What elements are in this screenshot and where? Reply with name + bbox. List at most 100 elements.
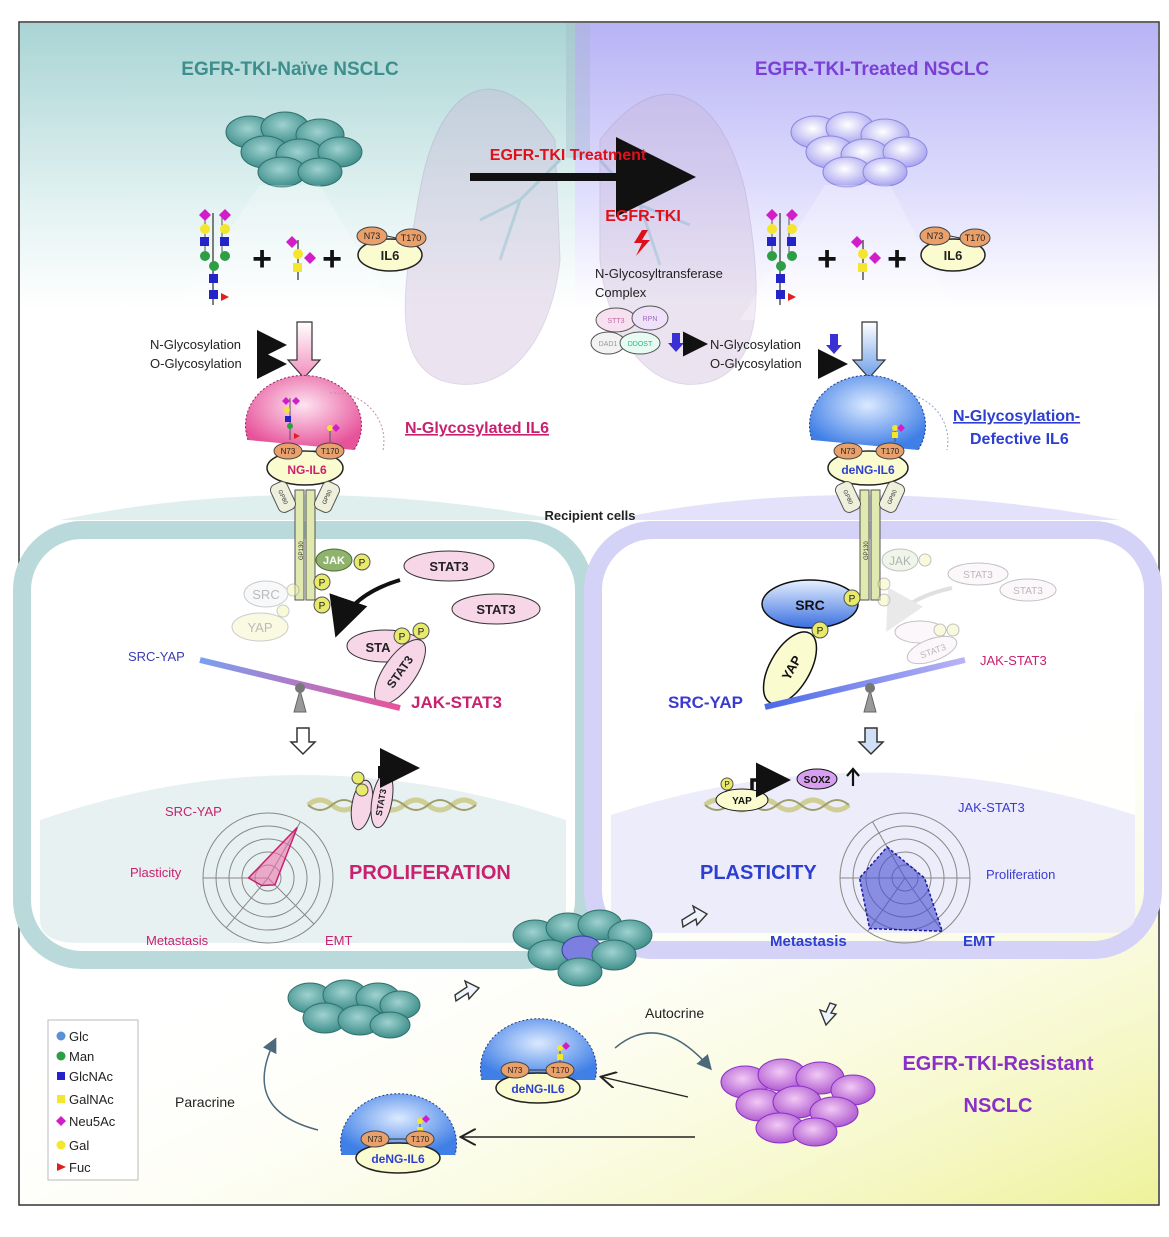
radar-right-polygon: [858, 846, 944, 933]
radar-left-axis-emt: EMT: [325, 933, 353, 948]
paracrine-label: Paracrine: [175, 1094, 235, 1110]
mixed-cell-cluster: [512, 909, 653, 987]
complex-subunit-dad1: DAD1: [599, 341, 618, 348]
right-light-cone: [740, 185, 960, 320]
jak-left: JAK: [315, 548, 353, 572]
stat3-faint-label-right-b: STAT3: [1013, 586, 1043, 597]
il6-protein-right: N73 T170 IL6: [919, 226, 991, 272]
p-yap-right: P: [817, 626, 824, 637]
p-src-right: P: [849, 594, 856, 605]
ng-il6-protein: N73 T170 NG-IL6: [266, 442, 345, 486]
lightning-icon: [634, 230, 650, 256]
secreted-lower-n73: N73: [368, 1135, 383, 1144]
radar-left-axis-metastasis: Metastasis: [146, 933, 209, 948]
src-faint-left: SRC: [243, 580, 300, 608]
balance-pivot-left: [295, 683, 305, 693]
radar-right-axis-metastasis: Metastasis: [770, 933, 847, 950]
deng-il6-title-line2: Defective IL6: [970, 431, 1069, 448]
stat3-dimer-label-a: STA: [365, 640, 391, 655]
secreted-deng-il6-upper: N73 T170 deNG-IL6: [480, 1018, 597, 1104]
left-nucleus: [40, 775, 566, 943]
gp130-receptor-right: GP80 GP80 GP130: [834, 481, 906, 601]
legend-item-glcnac: GlcNAc: [57, 1069, 114, 1084]
secreted-lower-t170: T170: [411, 1135, 430, 1144]
complex-label-line2: Complex: [595, 285, 647, 300]
sox2-protein: SOX2: [796, 768, 838, 790]
legend-item-neu5ac: Neu5Ac: [56, 1114, 116, 1129]
balance-fulcrum-left: [293, 688, 307, 713]
yap-dna-label: YAP: [732, 796, 752, 807]
treatment-arrow-label: EGFR-TKI Treatment: [490, 147, 647, 164]
yap-faint-left: YAP: [231, 604, 290, 642]
yap-dna-bound: YAP: [715, 777, 769, 812]
legend-label-glc: Glc: [69, 1029, 89, 1044]
legend-item-glc: Glc: [56, 1029, 89, 1044]
plasticity-outcome: PLASTICITY: [700, 862, 817, 884]
sox2-up-arrow: [846, 767, 860, 786]
left-light-cone: [170, 185, 400, 320]
gal-symbol: [56, 1140, 66, 1150]
deng-il6-site-t170: T170: [881, 447, 900, 456]
treated-cell-cluster: [790, 111, 928, 188]
deng-il6-label: deNG-IL6: [841, 463, 895, 477]
legend-item-galnac: GalNAc: [57, 1092, 114, 1107]
legend-label-neu5ac: Neu5Ac: [69, 1114, 116, 1129]
deng-il6-protein: N73 T170 deNG-IL6: [827, 442, 909, 486]
legend-label-gal: Gal: [69, 1138, 89, 1153]
plus-sign-left-2: +: [322, 240, 342, 278]
src-label-right: SRC: [795, 597, 825, 613]
src-yap-balance-label-right: SRC-YAP: [668, 693, 743, 712]
ng-il6-dome: [245, 374, 385, 451]
o-glycan-structure-right: [851, 236, 881, 280]
radar-right-axis-jak-stat3: JAK-STAT3: [958, 800, 1025, 815]
il6-label-right: IL6: [944, 248, 963, 263]
legend-label-glcnac: GlcNAc: [69, 1069, 114, 1084]
radar-right-axis-proliferation: Proliferation: [986, 867, 1055, 882]
neu5ac-symbol: [56, 1116, 66, 1126]
transcription-arrow-right: [750, 762, 791, 798]
plus-sign-right-1: +: [817, 240, 837, 278]
stat3-left-a: STAT3: [403, 550, 495, 582]
balance-fulcrum-right: [863, 688, 877, 713]
p-stat3-left-1: P: [399, 632, 406, 643]
hollow-arrow-to-resistant: [818, 1002, 838, 1027]
jak-faint-right: JAK: [877, 548, 932, 607]
stat3-faint-right: STAT3 STAT3 STAT3: [886, 562, 1057, 665]
stat3-label-left-b: STAT3: [476, 602, 515, 617]
proliferation-outcome: PROLIFERATION: [349, 862, 511, 884]
radar-left-spoke: [225, 877, 269, 929]
src-yap-balance-label-left: SRC-YAP: [128, 649, 185, 664]
stat3-left-b: STAT3: [451, 593, 541, 625]
jak-label-left: JAK: [323, 555, 345, 567]
p-stat3-left-2: P: [418, 627, 425, 638]
galnac-symbol: [57, 1095, 65, 1103]
complex-subunit-stt3: STT3: [607, 318, 624, 325]
complex-label-line1: N-Glycosyltransferase: [595, 266, 723, 281]
stat3-label-left-a: STAT3: [429, 559, 468, 574]
secretion-arrow-upper: [602, 1077, 689, 1098]
n-glycan-structure-left: [199, 209, 231, 305]
phospho-group-left: [313, 553, 371, 614]
o-glycosylation-label-left: O-Glycosylation: [150, 356, 242, 371]
n-glycosylation-label-left: N-Glycosylation: [150, 337, 241, 352]
radar-left-axis-src-yap: SRC-YAP: [165, 804, 222, 819]
stat3-dna-label: STAT3: [374, 788, 389, 816]
il6-label-left: IL6: [381, 248, 400, 263]
jak-label-right: JAK: [889, 554, 911, 568]
transcription-arrow-left: [378, 748, 420, 788]
p-receptor-left-2: P: [319, 601, 326, 612]
src-label-left: SRC: [252, 587, 279, 602]
sox2-label: SOX2: [804, 775, 831, 786]
complex-subunit-ddost: DDOST: [628, 341, 653, 348]
complex-down-arrow: [668, 333, 684, 352]
right-panel-title: EGFR-TKI-Treated NSCLC: [755, 59, 990, 80]
stat3-dna-bound: STAT3: [350, 771, 394, 831]
plus-sign-right-2: +: [887, 240, 907, 278]
legend-item-fuc: Fuc: [57, 1160, 91, 1175]
glycosyltransferase-complex: STT3 RPN DAD1 DDOST: [590, 305, 669, 355]
gp130-receptor-left: GP80 GP80 GP130: [269, 481, 341, 601]
blue-down-arrow: [851, 321, 887, 379]
ng-il6-site-t170: T170: [321, 447, 340, 456]
ng-il6-label: NG-IL6: [287, 463, 327, 477]
legend-item-gal: Gal: [56, 1138, 89, 1153]
